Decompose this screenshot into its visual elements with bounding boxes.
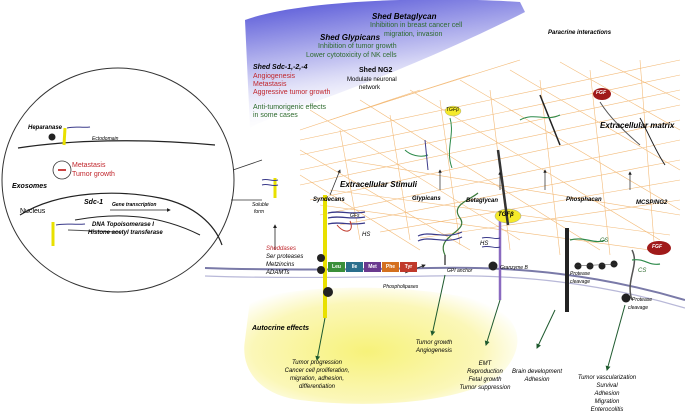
shed-sdc-extra-2: in some cases [253, 112, 298, 119]
shed-sdc-line-3: Aggressive tumor growth [253, 89, 331, 96]
glypicans-label: Glypicans [412, 196, 441, 202]
ecm-label: Extracellular matrix [600, 121, 675, 130]
shed-glypicans-line-2: Lower cytotoxicity of NK cells [306, 52, 397, 59]
amino-acid-box-ile: Ile [346, 262, 363, 272]
fgf-badge-lower [647, 241, 671, 255]
effect-syndecans-3: migration, adhesion, [289, 376, 345, 382]
cs-label-mcsp: CS [638, 268, 647, 274]
ser-proteases-label: Ser proteases [266, 254, 304, 260]
amino-acid-box-tyr: Tyr [400, 262, 417, 272]
shed-sdc-title: Shed Sdc-1,-2,-4 [253, 64, 308, 71]
effect-syndecans-1: Tumor progression [292, 360, 342, 366]
phosphacan-label: Phosphacan [566, 197, 602, 203]
adamts-label: ADAMTs [266, 270, 290, 276]
soluble-label-1: Soluble [252, 202, 269, 208]
gfs-label: GFs [350, 213, 360, 219]
inset-exosomes: Exosomes [12, 183, 48, 190]
paracrine-label: Paracrine interactions [548, 30, 612, 36]
soluble-label-2: form [254, 209, 264, 215]
phospholipases-label: Phospholipases [383, 284, 419, 290]
inset-gene-transcription: Gene transcription [112, 202, 157, 208]
protease-label-2a: Protease [632, 297, 653, 303]
heparanase-icon [48, 133, 56, 141]
effect-mcsp-3: Adhesion [594, 391, 620, 397]
protease-label-2b: cleavage [628, 305, 649, 311]
shed-ng2-line-1: Modulate neuronal [347, 77, 397, 83]
tgf-label-upper: TGFβ [446, 107, 459, 113]
effect-mcsp-5: Enterocolitis [590, 407, 624, 413]
inset-ectodomain: Ectodomain [92, 136, 119, 142]
inset-ellipse [1, 67, 235, 293]
tgf-label: TGFβ [498, 212, 514, 218]
amino-acid-box-leu: Leu [328, 262, 345, 272]
effect-betaglycan-2: Reproduction [467, 369, 503, 375]
effect-syndecans-2: Cancer cell proliferation, [284, 368, 350, 374]
effect-glypicans-1: Tumor growth [415, 340, 453, 346]
extracellular-matrix-mesh [299, 59, 681, 256]
shed-region [245, 0, 525, 128]
mcsp-label: MCSP/NG2 [636, 200, 668, 206]
cell-membrane [204, 266, 685, 301]
shed-ng2-line-2: network [359, 85, 381, 91]
inset-histone: Histone acetyl transferase [88, 230, 163, 236]
syndecan-protein-icon [317, 254, 325, 262]
gpi-label: GPI anchor [447, 268, 473, 274]
inset-tumor-growth: Tumor growth [72, 171, 115, 178]
shed-glypicans-line-1: Inhibition of tumor growth [318, 43, 397, 50]
fgf-badge-upper [593, 88, 611, 100]
effect-betaglycan-3: Fetal growth [468, 377, 502, 383]
fgf-label: FGF [652, 244, 662, 250]
protease-label-1a: Protease [570, 271, 591, 277]
effect-phosphacan-2: Adhesion [524, 377, 550, 383]
cs-label-phosphacan: CS [600, 238, 609, 244]
shed-sdc-line-1: Angiogenesis [253, 73, 296, 80]
protease-label-1b: cleavage [570, 279, 591, 285]
inset-nucleus: Nucleus [20, 208, 46, 215]
syndecans-label: Syndecans [313, 197, 345, 203]
sheddases-label: Sheddases [266, 246, 297, 252]
effect-glypicans-2: Angiogenesis [415, 348, 453, 354]
extracellular-stimuli-label: Extracellular Stimuli [340, 180, 417, 189]
shed-betaglycan-title: Shed Betaglycan [372, 12, 437, 21]
shed-sdc-line-2: Metastasis [253, 81, 287, 88]
inset-heparanase: Heparanase [28, 125, 63, 131]
hs-label-betaglycan: HS [480, 241, 489, 247]
effect-mcsp-2: Survival [596, 383, 618, 389]
effect-mcsp-4: Migration [594, 399, 620, 405]
amino-acid-box-phe: Phe [382, 262, 399, 272]
inset-sdc1: Sdc-1 [84, 199, 104, 206]
effect-mcsp-1: Tumor vascularization [577, 375, 637, 381]
granzyme-label: Granzyme B [500, 265, 528, 271]
hs-label-syndecan: HS [362, 232, 371, 238]
shed-sdc-extra-1: Anti-tumorigenic effects [253, 104, 327, 111]
shed-betaglycan-line-2: migration, invasion [384, 31, 443, 38]
inset-dna-topo: DNA Topoisomerase I [92, 222, 154, 228]
shed-glypicans-title: Shed Glypicans [320, 33, 381, 42]
shed-betaglycan-line-1: Inhibition in breast cancer cell [370, 22, 463, 29]
effect-betaglycan-4: Tumor suppression [459, 385, 511, 391]
autocrine-label: Autocrine effects [252, 325, 310, 332]
effect-phosphacan-1: Brain development [511, 369, 563, 375]
autocrine-region [244, 287, 518, 404]
tgf-badge-upper [444, 105, 462, 117]
inset-metastasis: Metastasis [72, 162, 106, 169]
shed-ng2-title: Shed NG2 [359, 67, 393, 74]
betaglycan-label: Betaglycan [466, 198, 499, 204]
effect-syndecans-4: differentiation [298, 384, 336, 390]
amino-acid-box-met: Met [364, 262, 381, 272]
fgf-label-upper: FGF [596, 90, 606, 96]
metzincins-label: Metzincins [266, 262, 295, 268]
effect-betaglycan-1: EMT [478, 361, 492, 367]
